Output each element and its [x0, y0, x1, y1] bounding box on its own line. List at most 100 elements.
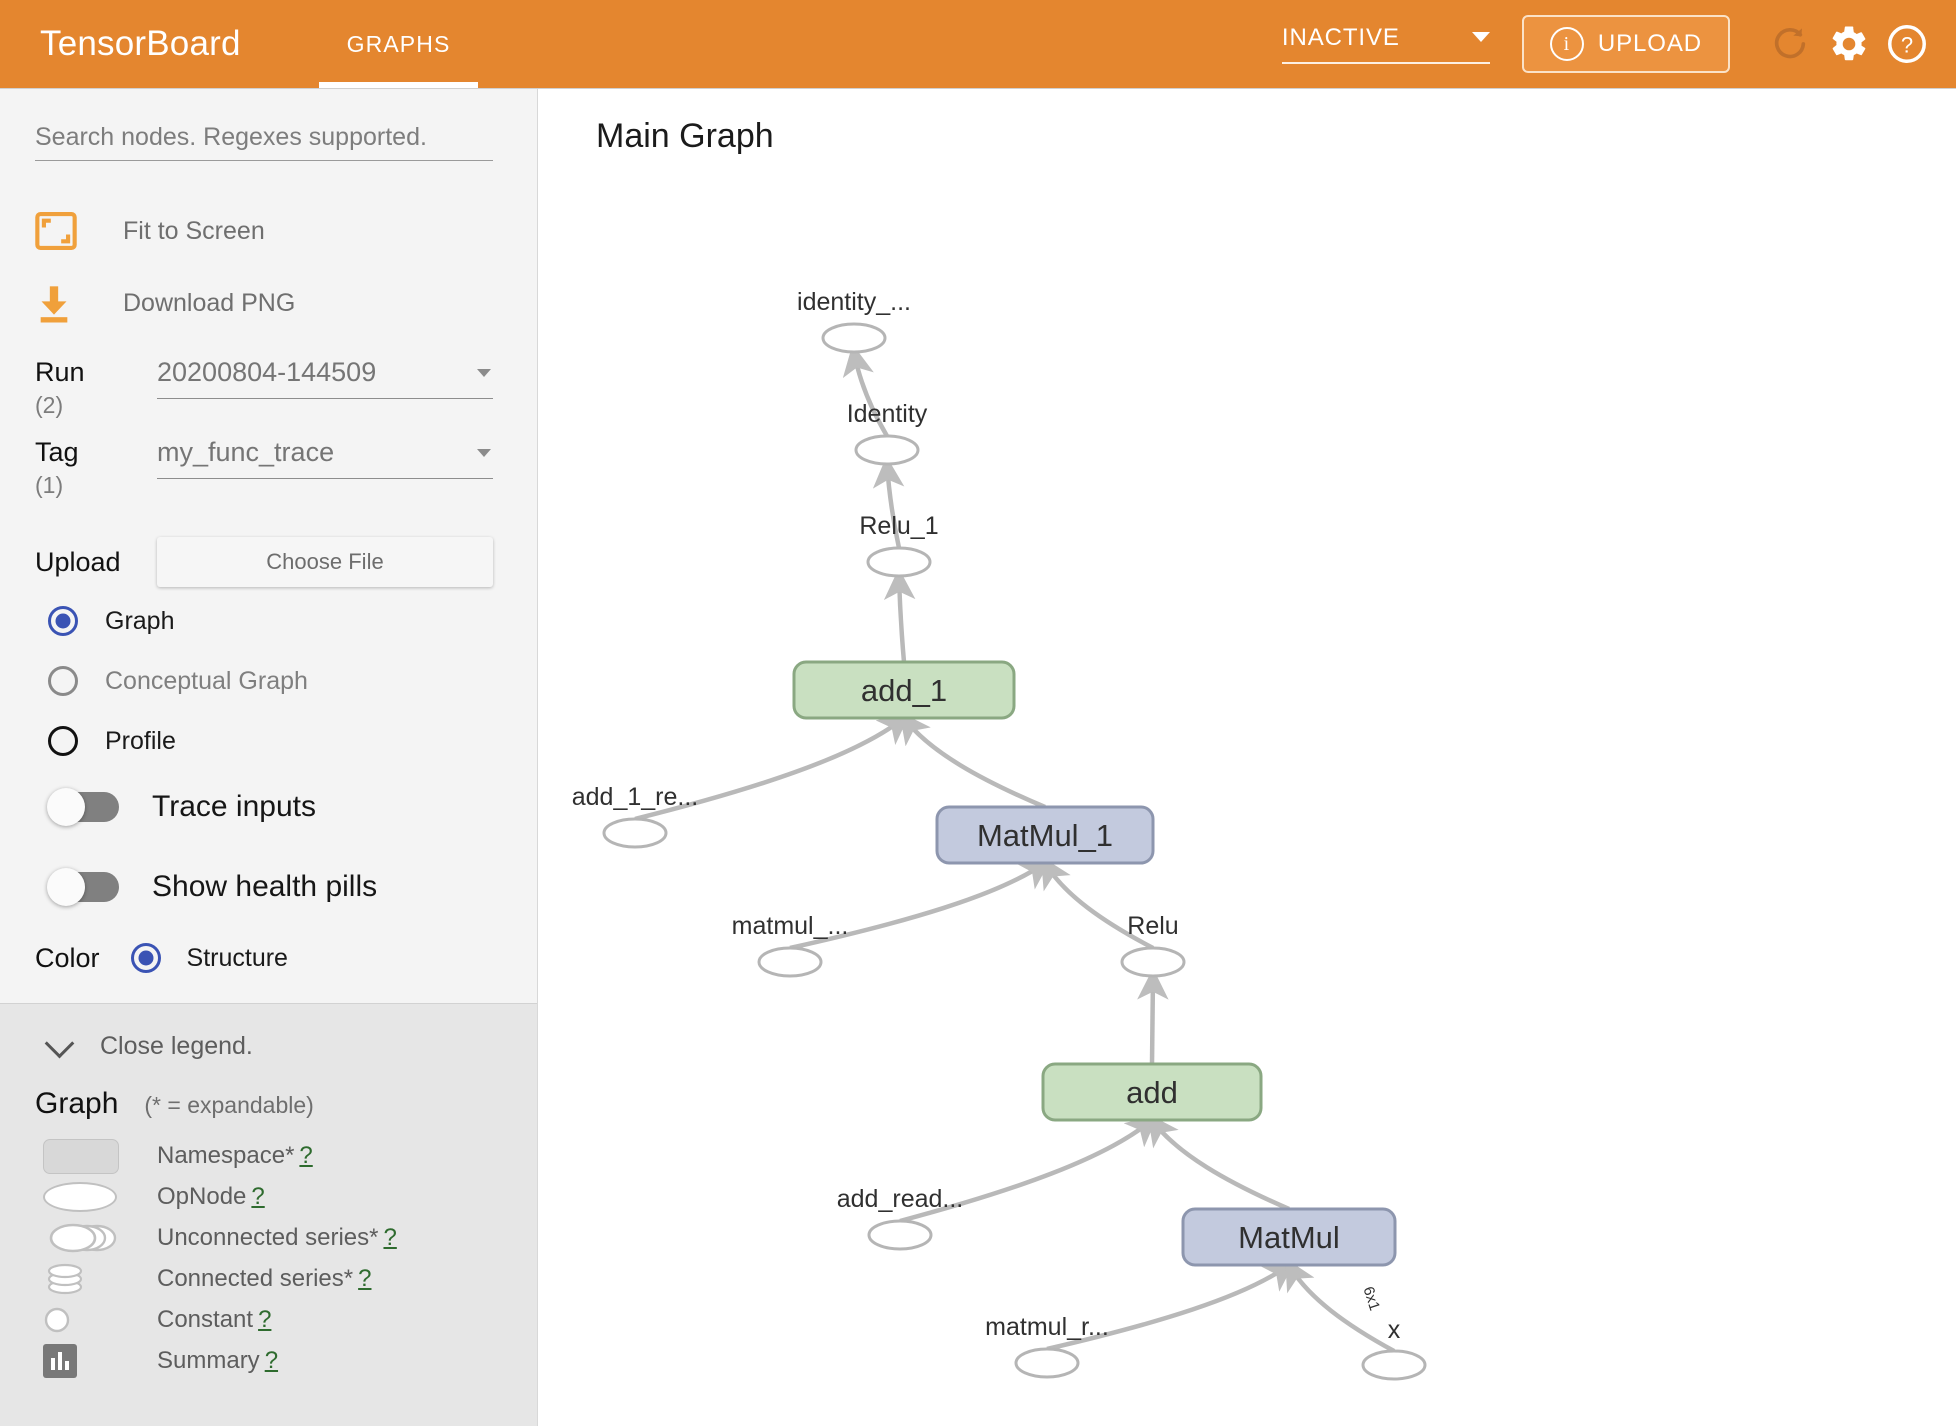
upload-button[interactable]: i UPLOAD: [1521, 15, 1730, 73]
op-node-shape: [854, 434, 920, 466]
app-header: TensorBoard GRAPHS INACTIVE i UPLOAD: [0, 0, 1956, 88]
graph-node-add_1[interactable]: add_1: [792, 660, 1016, 720]
legend-help-icon[interactable]: ?: [299, 1142, 313, 1169]
graph-node-matmul_r[interactable]: matmul_r...: [985, 1313, 1109, 1379]
tag-field-count: (1): [35, 472, 64, 498]
graph-node-add_1_readvariableop[interactable]: add_1_re...: [572, 783, 699, 849]
graph-node-MatMul[interactable]: MatMul: [1181, 1207, 1397, 1267]
graph-edge: [1285, 1258, 1396, 1353]
svg-text:?: ?: [1901, 32, 1913, 57]
op-node-shape: [757, 946, 823, 978]
legend-item-constant-label: Constant: [157, 1306, 254, 1333]
graph-node-x[interactable]: x: [1361, 1316, 1427, 1381]
constant-swatch-icon: [35, 1303, 135, 1337]
toggle-trace-inputs-switch: [47, 788, 119, 826]
tag-dropdown[interactable]: my_func_trace: [157, 437, 493, 479]
fit-to-screen-label: Fit to Screen: [123, 216, 265, 245]
legend-help-icon[interactable]: ?: [251, 1183, 265, 1210]
page-title: Main Graph: [596, 117, 774, 155]
summary-swatch-icon: [35, 1344, 135, 1378]
fit-to-screen-button[interactable]: Fit to Screen: [35, 195, 493, 267]
chevron-down-icon: [477, 448, 491, 457]
legend-help-icon[interactable]: ?: [358, 1265, 372, 1292]
radio-structure-label: Structure: [186, 943, 288, 972]
color-option-row[interactable]: Color Structure: [35, 927, 493, 1003]
legend-help-icon[interactable]: ?: [383, 1224, 397, 1251]
radio-conceptual-graph[interactable]: Conceptual Graph: [35, 655, 493, 707]
graph-node-label: add: [1126, 1075, 1178, 1110]
graph-node-label: Relu_1: [859, 512, 938, 540]
choose-file-button[interactable]: Choose File: [157, 537, 493, 587]
op-node-shape: [1120, 946, 1186, 978]
graph-node-label: x: [1388, 1316, 1401, 1344]
fit-to-screen-icon: [35, 212, 91, 250]
graph-node-Relu_1[interactable]: Relu_1: [859, 512, 939, 578]
graph-node-label: matmul_...: [732, 912, 849, 940]
graph-edge: [883, 568, 916, 663]
run-dropdown-value: 20200804-144509: [157, 357, 377, 387]
legend-item-summary: Summary?: [35, 1342, 502, 1380]
op-node-shape: [1014, 1347, 1080, 1379]
run-status-value: INACTIVE: [1281, 24, 1400, 51]
gear-icon[interactable]: [1822, 17, 1876, 71]
legend-help-icon[interactable]: ?: [258, 1306, 272, 1333]
help-icon[interactable]: ?: [1880, 17, 1934, 71]
graph-edge: [1040, 856, 1155, 950]
legend-item-summary-label: Summary: [157, 1347, 260, 1374]
radio-structure-indicator: [130, 943, 161, 973]
toggle-trace-inputs[interactable]: Trace inputs: [35, 767, 493, 847]
graph-node-label: MatMul_1: [977, 818, 1113, 853]
graph-node-label: add_1_re...: [572, 783, 699, 811]
graph-node-label: add_read...: [837, 1185, 964, 1213]
legend-item-opnode-label: OpNode: [157, 1183, 247, 1210]
run-dropdown[interactable]: 20200804-144509: [157, 357, 493, 399]
radio-profile[interactable]: Profile: [35, 715, 493, 767]
graph-edge: [872, 456, 905, 549]
radio-conceptual-graph-indicator: [48, 666, 78, 696]
legend-help-icon[interactable]: ?: [264, 1347, 279, 1374]
opnode-swatch-icon: [35, 1182, 135, 1212]
op-node-shape: [1361, 1349, 1427, 1381]
tab-graphs-label: GRAPHS: [346, 30, 451, 57]
legend-item-namespace-label: Namespace*: [157, 1142, 295, 1169]
chevron-down-icon: [44, 1028, 75, 1058]
legend-header: Graph (* = expandable): [35, 1087, 502, 1121]
graph-node-identity_out[interactable]: identity_...: [797, 288, 911, 354]
search-field[interactable]: [35, 123, 493, 161]
graph-node-label: Relu: [1127, 912, 1178, 940]
sidebar: Fit to Screen Download PNG Run: [0, 89, 538, 1426]
graph-node-MatMul_1[interactable]: MatMul_1: [935, 805, 1155, 865]
download-png-button[interactable]: Download PNG: [35, 267, 493, 339]
op-node-shape: [867, 1219, 933, 1251]
close-legend-button[interactable]: Close legend.: [35, 1028, 502, 1061]
graph-node-label: add_1: [861, 673, 947, 708]
run-field-count: (2): [35, 392, 64, 418]
tab-graphs[interactable]: GRAPHS: [318, 0, 479, 88]
graph-edge: [789, 858, 1052, 951]
radio-profile-indicator: [48, 726, 78, 756]
legend-item-namespace: Namespace*?: [35, 1137, 502, 1175]
graph-node-add_readvariableop[interactable]: add_read...: [837, 1185, 964, 1251]
graph-edge: [1147, 1113, 1290, 1212]
namespace-node-shape: [1041, 1062, 1263, 1122]
run-status-dropdown[interactable]: INACTIVE: [1281, 24, 1490, 64]
toggle-show-health-pills[interactable]: Show health pills: [35, 847, 493, 927]
graph-edge: [1137, 968, 1169, 1065]
graph-node-add[interactable]: add: [1041, 1062, 1263, 1122]
reload-icon[interactable]: [1764, 17, 1818, 71]
search-input[interactable]: [35, 123, 493, 152]
toggle-show-health-pills-switch: [47, 868, 119, 906]
graph-node-label: Identity: [847, 400, 928, 428]
radio-graph[interactable]: Graph: [35, 595, 493, 647]
graph-node-Identity[interactable]: Identity: [847, 400, 928, 466]
graph-node-matmul_readvariableop[interactable]: matmul_...: [732, 912, 849, 978]
legend-item-unconnected-series-label: Unconnected series*: [157, 1224, 379, 1251]
legend-item-connected-series: Connected series*?: [35, 1260, 502, 1298]
run-field: Run (2) 20200804-144509: [35, 357, 493, 419]
graph-node-Relu[interactable]: Relu: [1120, 912, 1186, 978]
close-legend-label: Close legend.: [100, 1032, 253, 1060]
